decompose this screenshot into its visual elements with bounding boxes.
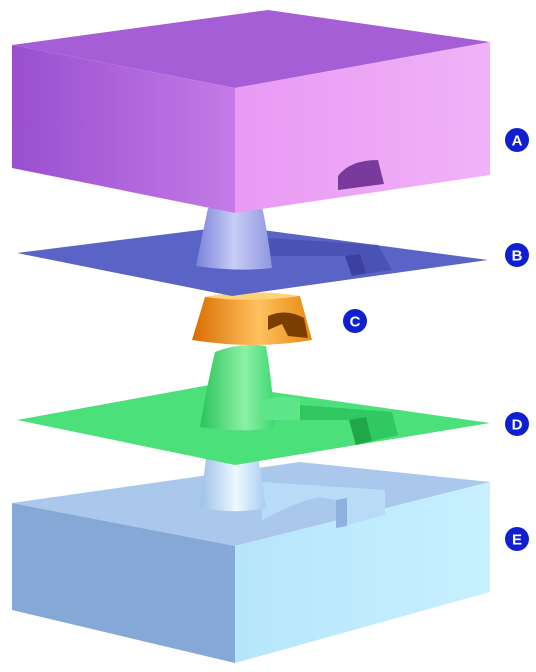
bottom-block-groove-shadow (336, 498, 347, 528)
label-b-text: B (512, 248, 523, 265)
label-d-text: D (512, 417, 523, 434)
label-a: A (505, 128, 529, 152)
bottom-mold-block (12, 454, 490, 663)
upper-sheet-boss (196, 204, 272, 269)
label-a-text: A (512, 133, 523, 150)
lower-parting-sheet (17, 345, 490, 465)
label-e-text: E (512, 532, 522, 549)
label-e: E (505, 527, 529, 551)
top-mold-block (12, 10, 490, 213)
label-d: D (505, 412, 529, 436)
label-c-text: C (350, 314, 361, 331)
lower-sheet-boss-ridge (262, 397, 300, 420)
label-b: B (505, 243, 529, 267)
upper-parting-sheet (17, 204, 488, 296)
label-c: C (343, 309, 367, 333)
molded-part (192, 292, 312, 345)
